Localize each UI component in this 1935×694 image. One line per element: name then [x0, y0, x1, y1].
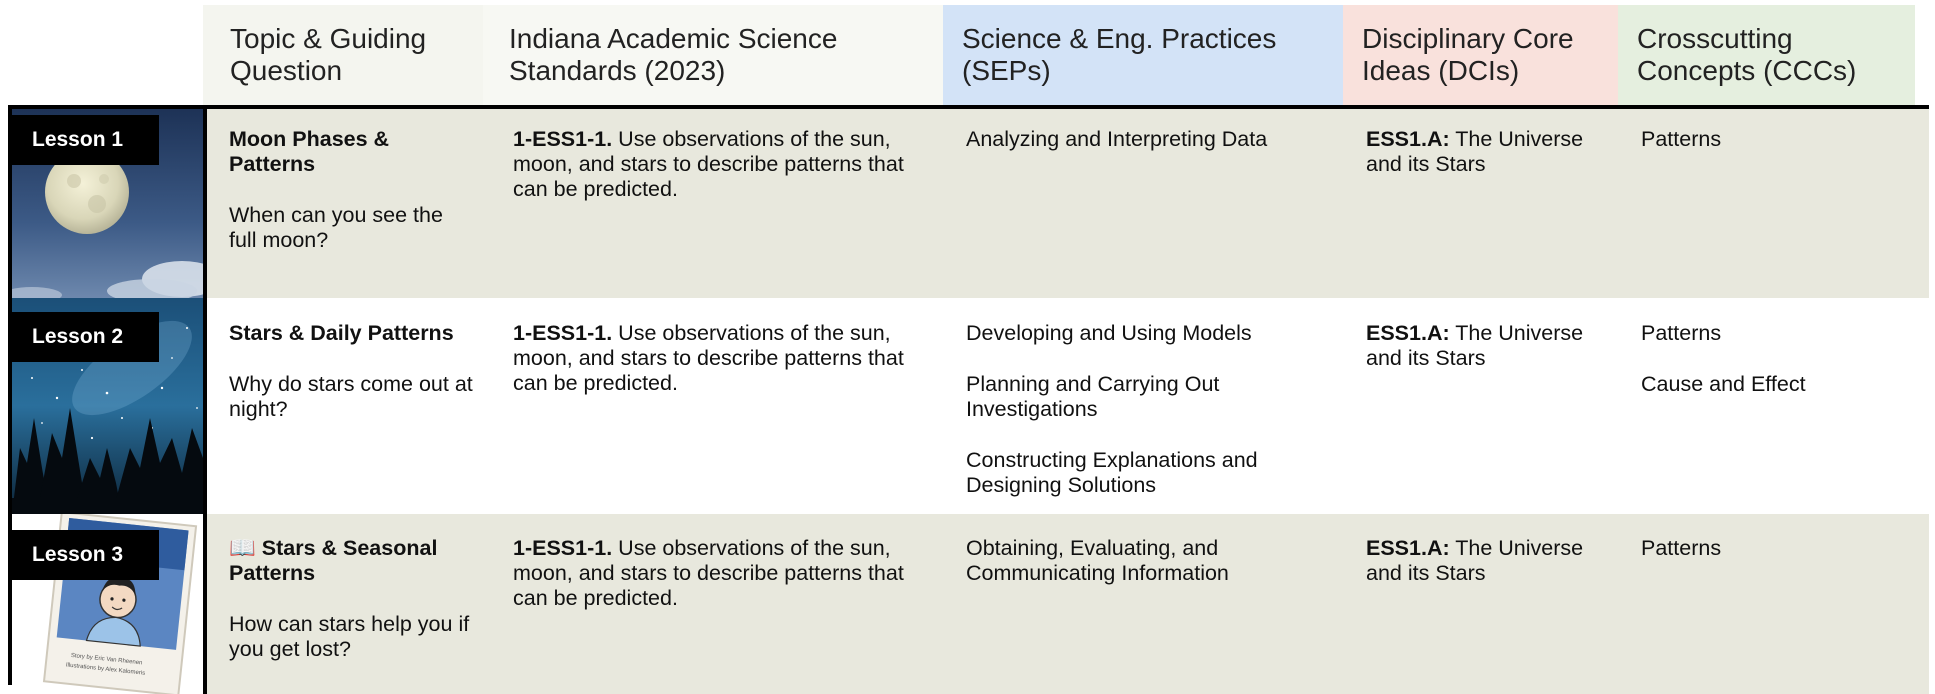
header-cccs: Crosscutting Concepts (CCCs) [1618, 5, 1915, 105]
ccc-cell: Patterns Cause and Effect [1622, 298, 1919, 514]
table-header: Topic & Guiding Question Indiana Academi… [203, 5, 1915, 105]
lesson-tag: Lesson 2 [12, 312, 159, 362]
ccc-item: Patterns [1641, 127, 1722, 151]
ccc-cell: Patterns [1622, 109, 1919, 298]
header-dcis: Disciplinary Core Ideas (DCIs) [1343, 5, 1618, 105]
sep-cell: Developing and Using Models Planning and… [947, 298, 1347, 514]
header-standards: Indiana Academic Science Standards (2023… [483, 5, 943, 105]
standard-text: Use observations of the sun, moon, and s… [513, 127, 904, 201]
table-row: Story by Eric Van Rheenen Illustrations … [12, 514, 1929, 694]
table-row: Lesson 1 Moon Phases & Patterns When can… [12, 109, 1929, 298]
topic-title-text: Stars & Seasonal Patterns [229, 536, 438, 585]
lesson-table: Lesson 1 Moon Phases & Patterns When can… [8, 105, 1929, 694]
sep-item: Constructing Explanations and Designing … [966, 448, 1258, 497]
ccc-item: Cause and Effect [1641, 372, 1806, 396]
lesson-1-thumbnail[interactable]: Lesson 1 [12, 109, 207, 298]
table-row: Lesson 2 Stars & Daily Patterns Why do s… [12, 298, 1929, 514]
sep-item: Analyzing and Interpreting Data [966, 127, 1268, 151]
book-icon: 📖 [229, 536, 256, 560]
ccc-item: Patterns [1641, 321, 1722, 345]
guiding-question: Why do stars come out at night? [229, 372, 473, 421]
topic-cell: 📖 Stars & Seasonal Patterns How can star… [207, 514, 487, 694]
standard-text: Use observations of the sun, moon, and s… [513, 536, 904, 610]
dci-code: ESS1.A: [1366, 536, 1450, 560]
dci-cell: ESS1.A: The Universe and its Stars [1347, 514, 1622, 694]
standard-code: 1-ESS1-1. [513, 127, 613, 151]
standard-cell: 1-ESS1-1. Use observations of the sun, m… [487, 109, 947, 298]
standard-text: Use observations of the sun, moon, and s… [513, 321, 904, 395]
standard-code: 1-ESS1-1. [513, 536, 613, 560]
sep-cell: Analyzing and Interpreting Data [947, 109, 1347, 298]
lesson-2-thumbnail[interactable]: Lesson 2 [12, 298, 207, 514]
header-seps: Science & Eng. Practices (SEPs) [943, 5, 1343, 105]
dci-code: ESS1.A: [1366, 321, 1450, 345]
topic-title: Moon Phases & Patterns [229, 127, 390, 176]
topic-cell: Moon Phases & Patterns When can you see … [207, 109, 487, 298]
guiding-question: How can stars help you if you get lost? [229, 612, 470, 661]
dci-text: The Universe and its Stars [1366, 127, 1584, 176]
dci-text: The Universe and its Stars [1366, 321, 1584, 370]
dci-cell: ESS1.A: The Universe and its Stars [1347, 109, 1622, 298]
dci-text: The Universe and its Stars [1366, 536, 1584, 585]
sep-item: Developing and Using Models [966, 321, 1252, 345]
lesson-tag: Lesson 1 [12, 115, 159, 165]
lesson-tag: Lesson 3 [12, 530, 159, 580]
sep-item: Planning and Carrying Out Investigations [966, 372, 1220, 421]
dci-cell: ESS1.A: The Universe and its Stars [1347, 298, 1622, 514]
topic-cell: Stars & Daily Patterns Why do stars come… [207, 298, 487, 514]
lesson-3-thumbnail[interactable]: Story by Eric Van Rheenen Illustrations … [12, 514, 207, 694]
standard-cell: 1-ESS1-1. Use observations of the sun, m… [487, 298, 947, 514]
topic-title: 📖 Stars & Seasonal Patterns [229, 536, 475, 586]
standard-code: 1-ESS1-1. [513, 321, 613, 345]
topic-title: Stars & Daily Patterns [229, 321, 454, 345]
dci-code: ESS1.A: [1366, 127, 1450, 151]
standard-cell: 1-ESS1-1. Use observations of the sun, m… [487, 514, 947, 694]
ccc-cell: Patterns [1622, 514, 1919, 694]
header-topic: Topic & Guiding Question [203, 5, 483, 105]
sep-cell: Obtaining, Evaluating, and Communicating… [947, 514, 1347, 694]
sep-item: Obtaining, Evaluating, and Communicating… [966, 536, 1229, 585]
guiding-question: When can you see the full moon? [229, 203, 443, 252]
ccc-item: Patterns [1641, 536, 1722, 560]
